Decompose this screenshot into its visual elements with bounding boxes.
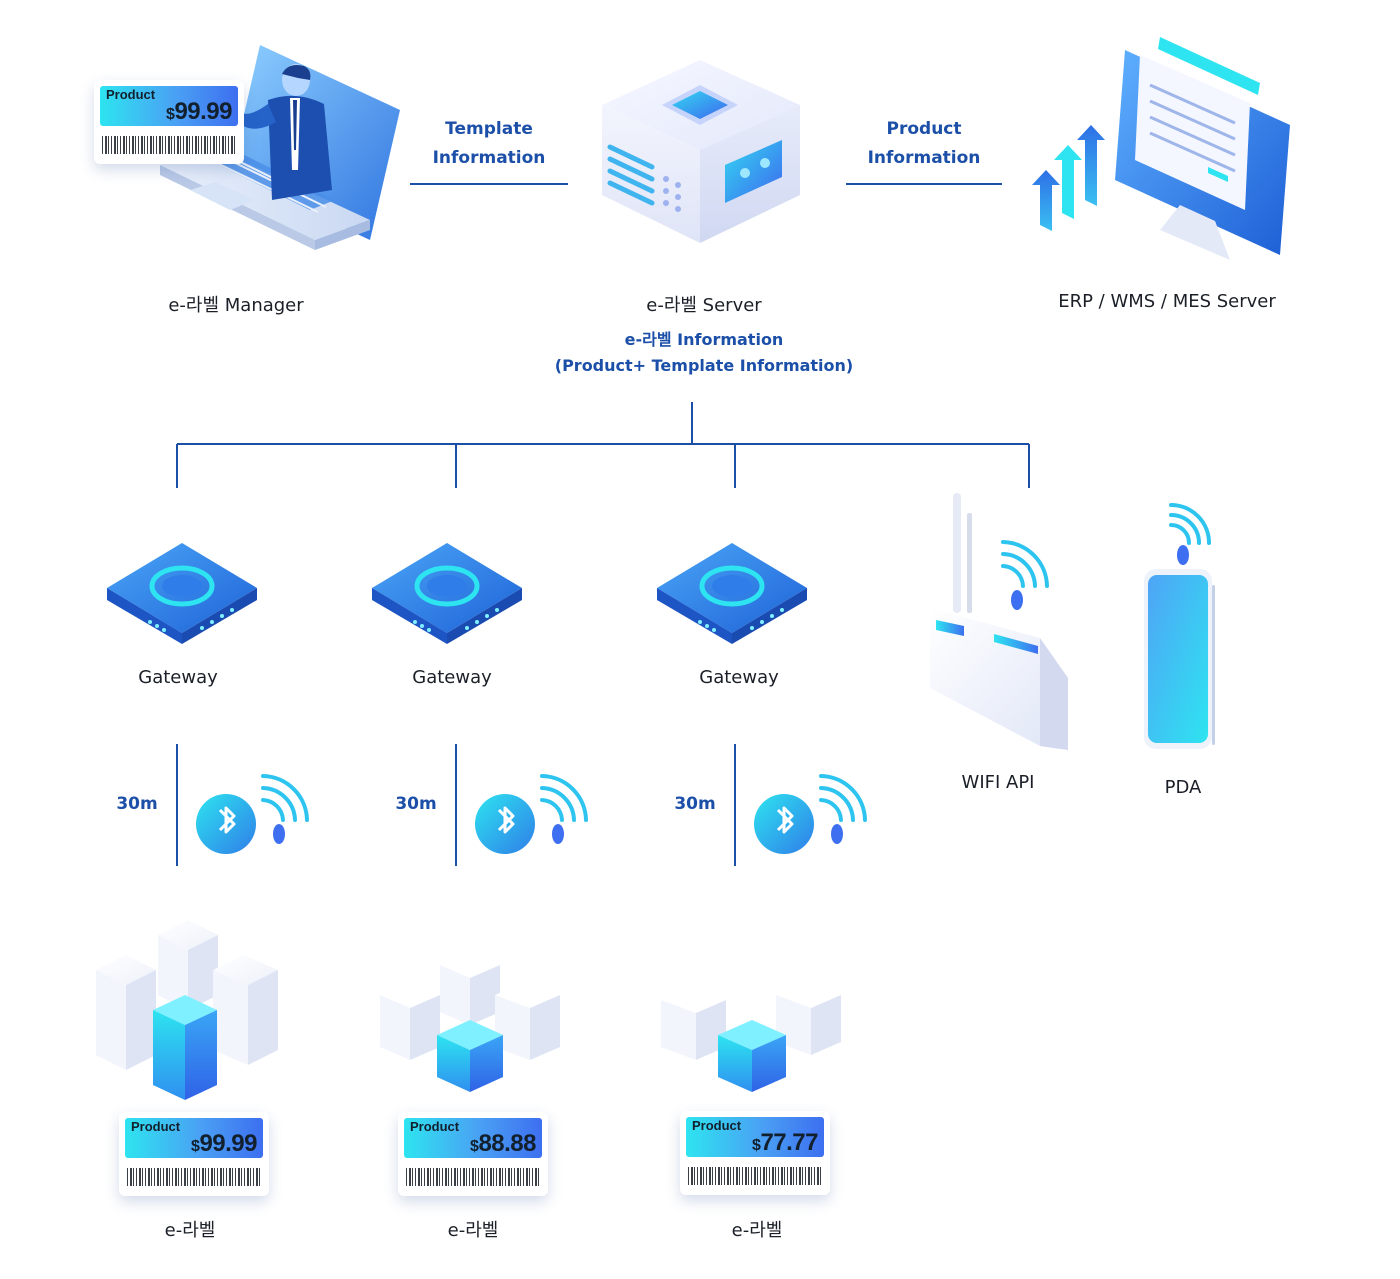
server-info-line1: e-라벨 Information [624, 330, 784, 349]
range-label-3: 30m [674, 794, 716, 814]
wifi-label: WIFI API [961, 772, 1035, 793]
arrow-up-icon [1077, 125, 1105, 206]
wifi-signal-icon [1169, 503, 1211, 565]
e-label-label-1: e-라벨 [164, 1220, 216, 1241]
product-price: $88.88 [470, 1130, 536, 1158]
server-info-line2: (Product+ Template Information) [554, 356, 854, 375]
server-info-label: e-라벨 Information (Product+ Template Info… [555, 327, 853, 379]
product-price: $99.99 [191, 1130, 257, 1158]
person-icon [232, 64, 332, 200]
wifi-signal-icon [1001, 540, 1049, 610]
bluetooth-icon [754, 774, 867, 854]
currency-symbol: $ [166, 106, 175, 123]
barcode-icon [102, 136, 236, 154]
bluetooth-icon [196, 774, 309, 854]
wifi-signal-icon [261, 774, 309, 822]
server-icon [602, 60, 800, 243]
monitor-icon [1032, 37, 1290, 260]
currency-symbol: $ [470, 1138, 479, 1155]
server-label: e-라벨 Server [646, 295, 762, 316]
wifi-signal-icon [819, 774, 867, 822]
wifi-signal-icon [540, 774, 588, 822]
template-info-label: Template Information [433, 115, 546, 173]
box-icon [96, 920, 278, 1100]
range-label-1: 30m [116, 794, 158, 814]
gateway-icon [372, 543, 522, 644]
gateway-label-3: Gateway [699, 667, 779, 688]
range-label-2: 30m [395, 794, 437, 814]
barcode-icon [406, 1168, 540, 1186]
product-info-line2: Information [867, 148, 981, 168]
barcode-icon [688, 1167, 822, 1185]
gateway-label-1: Gateway [138, 667, 218, 688]
manager-price-tag: Product $99.99 [94, 80, 244, 164]
e-label-label-2: e-라벨 [447, 1220, 499, 1241]
e-label-price-tag-3: Product $77.77 [680, 1111, 830, 1195]
product-info-line1: Product [886, 119, 962, 139]
price-tag-screen: Product $88.88 [404, 1118, 542, 1158]
e-label-price-tag-2: Product $88.88 [398, 1112, 548, 1196]
gateway-label-2: Gateway [412, 667, 492, 688]
price-tag-screen: Product $77.77 [686, 1117, 824, 1157]
bluetooth-icon [475, 774, 588, 854]
product-price: $77.77 [752, 1129, 818, 1157]
arrow-up-icon [1032, 170, 1060, 231]
product-name: Product [131, 1119, 181, 1134]
product-price: $99.99 [166, 98, 232, 126]
arrow-up-icon [1054, 145, 1082, 219]
pda-label: PDA [1164, 777, 1202, 798]
template-info-line1: Template [445, 119, 533, 139]
price-tag-screen: Product $99.99 [125, 1118, 263, 1158]
erp-label: ERP / WMS / MES Server [1058, 291, 1276, 312]
price-value: 77.77 [760, 1129, 818, 1156]
product-info-label: Product Information [868, 115, 981, 173]
phone-icon [1144, 569, 1215, 749]
manager-label: e-라벨 Manager [168, 295, 304, 316]
box-icon [380, 952, 560, 1092]
router-icon [930, 493, 1068, 750]
product-name: Product [692, 1118, 742, 1133]
barcode-icon [127, 1168, 261, 1186]
currency-symbol: $ [191, 1138, 200, 1155]
price-value: 88.88 [478, 1130, 536, 1157]
template-info-line2: Information [432, 148, 546, 168]
price-tag-screen: Product $99.99 [100, 86, 238, 126]
box-icon [661, 982, 841, 1092]
gateway-icon [657, 543, 807, 644]
price-value: 99.99 [199, 1130, 257, 1157]
product-name: Product [106, 87, 156, 102]
currency-symbol: $ [752, 1137, 761, 1154]
e-label-price-tag-1: Product $99.99 [119, 1112, 269, 1196]
price-value: 99.99 [174, 98, 232, 125]
e-label-label-3: e-라벨 [731, 1220, 783, 1241]
product-name: Product [410, 1119, 460, 1134]
gateway-icon [107, 543, 257, 644]
